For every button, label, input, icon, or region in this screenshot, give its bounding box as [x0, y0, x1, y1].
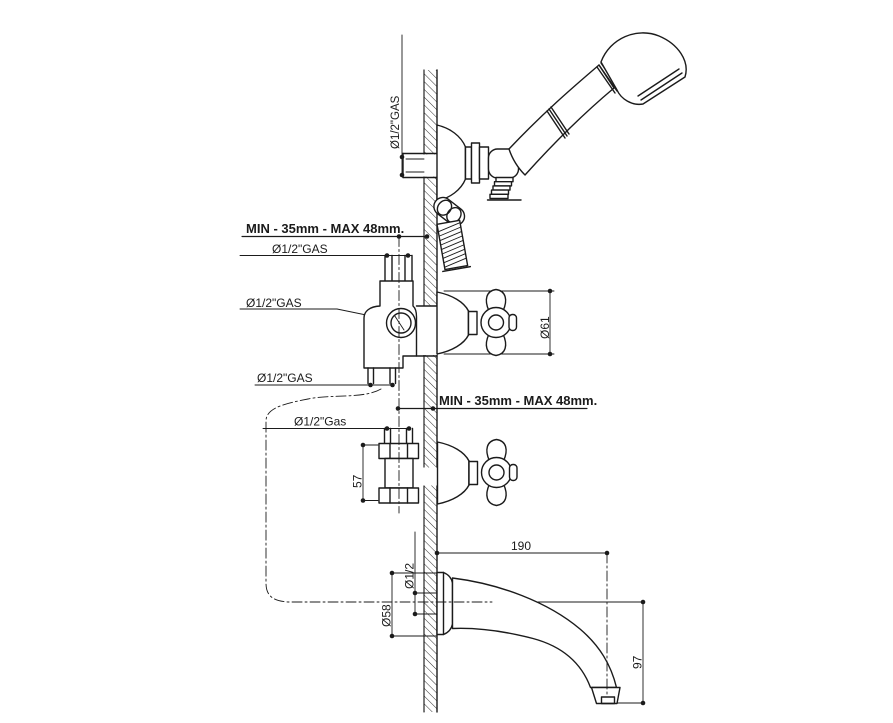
label-spout-projection: 190: [511, 539, 531, 553]
label-valve-body-height: 57: [351, 474, 365, 488]
diverter-port-inner: [390, 312, 412, 334]
handle-arm-front: [508, 313, 518, 332]
shower-face-rim: [640, 72, 683, 101]
label-spout-drop: 97: [631, 655, 645, 669]
dimension-lines: [239, 34, 644, 704]
dimension-dots: [360, 154, 646, 706]
grip-collar: [546, 106, 570, 139]
tub-spout: [436, 571, 621, 705]
text-labels: Ø1/2"GAS MIN - 35mm - MAX 48mm. Ø1/2"GAS…: [246, 95, 645, 669]
label-diverter-top-port: Ø1/2"GAS: [272, 242, 328, 256]
label-hand-shower-supply: Ø1/2"GAS: [390, 95, 402, 149]
spout-body: [451, 577, 618, 689]
wall-hatching: [424, 70, 437, 712]
label-recess-depth-bottom: MIN - 35mm - MAX 48mm.: [439, 393, 597, 408]
shower-head: [600, 32, 687, 106]
bracket-nut: [464, 142, 490, 184]
spout-aerator: [600, 696, 616, 705]
hose-spring: [486, 176, 522, 201]
label-flange-diameter: Ø58: [380, 604, 394, 627]
label-spout-inlet: Ø1/2: [403, 563, 417, 589]
hand-shower-grip: [508, 64, 615, 176]
label-recess-depth-top: MIN - 35mm - MAX 48mm.: [246, 221, 404, 236]
hand-shower-assembly: [402, 32, 687, 273]
spout-nozzle: [590, 686, 621, 705]
label-handle-diameter: Ø61: [538, 316, 552, 339]
spout-flange: [436, 571, 454, 636]
label-stop-valve-connections: Ø1/2"Gas: [294, 415, 346, 429]
diverter-cross-handle: [436, 288, 518, 357]
wall-penetrations: [403, 154, 437, 486]
shower-hose: [436, 219, 472, 273]
centerlines: [265, 236, 608, 698]
hose-elbow: [433, 196, 466, 227]
concealed-stop-valve: [378, 427, 420, 504]
handle-hub: [480, 306, 512, 339]
label-diverter-bottom-port: Ø1/2"GAS: [257, 371, 313, 385]
handle-arm-bottom: [485, 333, 507, 357]
handle-arm-top: [485, 288, 507, 312]
bracket-escutcheon: [436, 124, 467, 202]
concealed-diverter-valve: [363, 254, 438, 385]
label-diverter-inlet: Ø1/2"GAS: [246, 296, 302, 310]
stop-valve-cross-handle: [436, 438, 518, 507]
handle-escutcheon: [436, 291, 470, 355]
